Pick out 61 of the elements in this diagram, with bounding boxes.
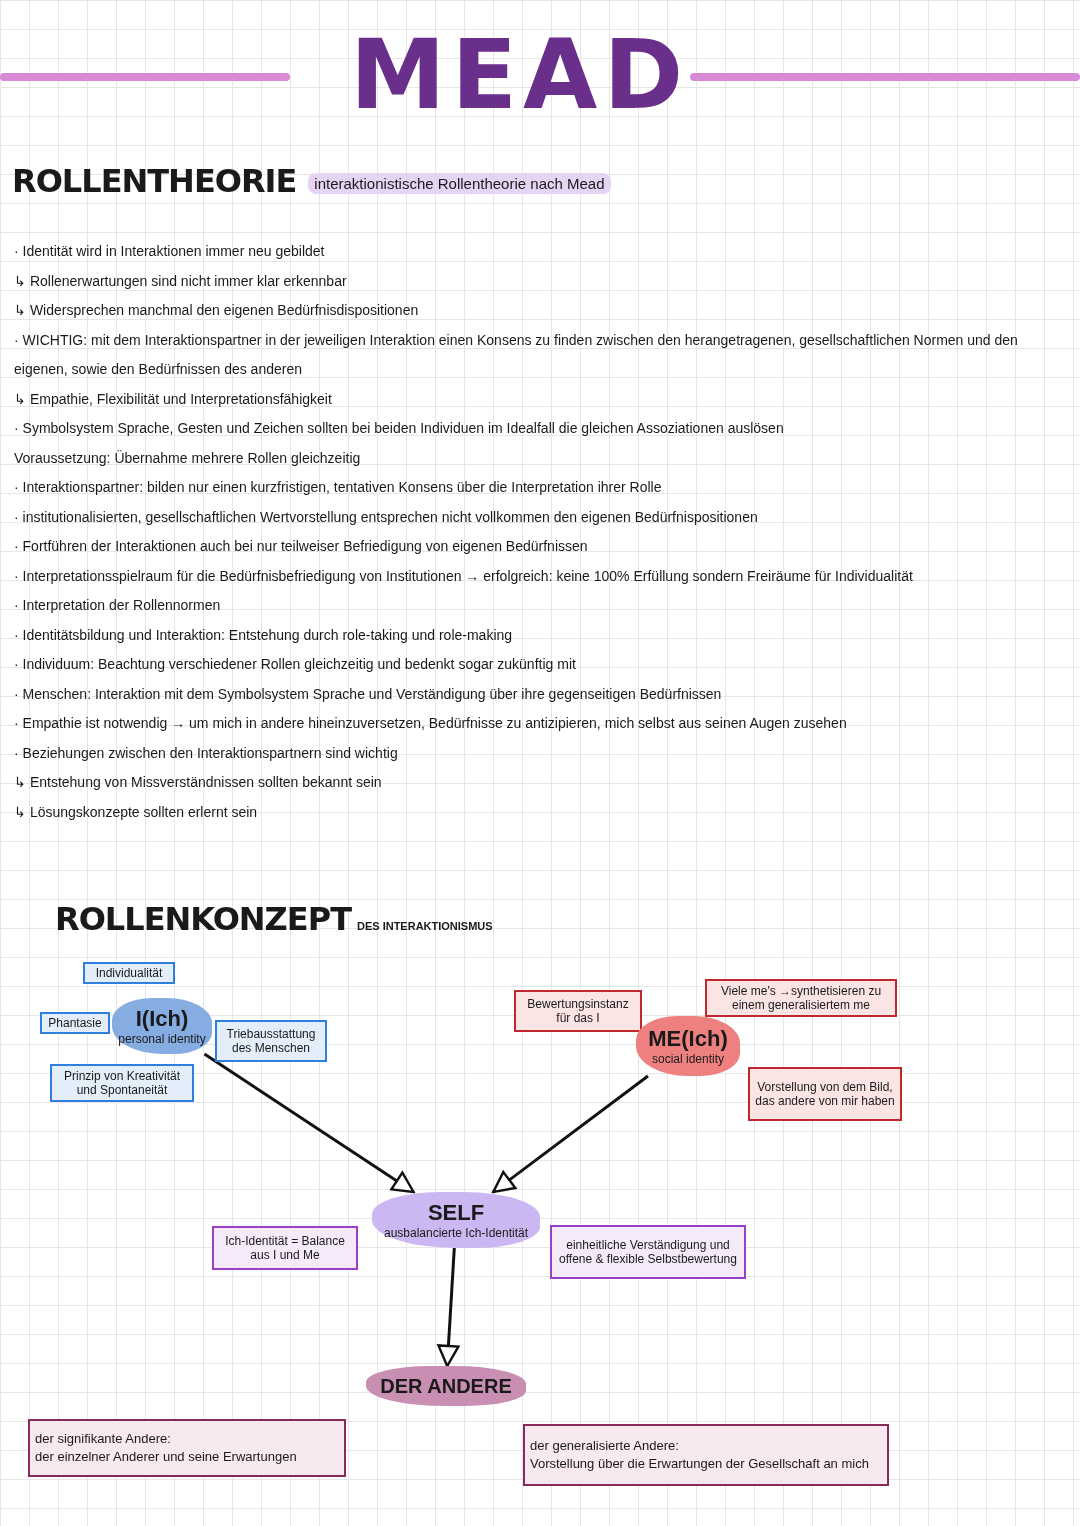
note-text: · Interpretationsspielraum für die Bedürfnisbefriedigung von Institutionen → erfolgreich: keine 100% Erfüllung sondern Freiräume für Individualität: [14, 566, 914, 586]
note-text: ↳ Rollenerwartungen sind nicht immer klar erkennbar: [14, 271, 348, 291]
note-text: ↳ Widersprechen manchmal den eigenen Bedürfnisdispositionen: [14, 301, 420, 320]
blob-subtext: social identity: [651, 1052, 724, 1066]
note-box: [50, 1064, 194, 1102]
note-text: · WICHTIG: mit dem Interaktionspartner in der jeweiligen Interaktion einen Konsens zu finden zwischen den herangetragenen, gesellschaftlichen Normen und den eigenen, sowie den Bedürfnissen des anderen: [14, 330, 1019, 379]
note-text: · Beziehungen zwischen den Interaktionspartnern sind wichtig: [14, 743, 399, 763]
arrow: [437, 1247, 460, 1368]
highlight-blob: [636, 1016, 740, 1076]
blob-heading: ME(Ich): [648, 1026, 728, 1052]
box-text: Phantasie: [48, 1016, 102, 1030]
section-heading: ROLLENTHEORIE: [12, 162, 297, 200]
note-box: [523, 1424, 889, 1486]
note-box: [705, 979, 897, 1017]
subheading: DES INTERAKTIONISMUS: [356, 920, 493, 932]
note-text: · Fortführen der Interaktionen auch bei nur teilweiser Befriedigung von eigenen Bedürfnissen: [14, 537, 589, 556]
blob-heading: SELF: [427, 1200, 485, 1226]
note-text: · Identitätsbildung und Interaktion: Entstehung durch role-taking und role-making: [14, 625, 514, 645]
highlight-blob: [366, 1366, 526, 1406]
box-subtext: der einzelner Anderer und seine Erwartungen: [35, 1448, 297, 1466]
note-box: [83, 962, 175, 984]
note-box: [212, 1226, 358, 1270]
note-text: · Interpretation der Rollennormen: [14, 596, 222, 615]
arrow: [492, 1074, 649, 1194]
note-box: [748, 1067, 902, 1121]
note-text: · Menschen: Interaktion mit dem Symbolsystem Sprache und Verständigung über ihre gegenseitigen Bedürfnissen: [14, 684, 723, 704]
blob-heading: DER ANDERE: [380, 1374, 512, 1399]
note-text: · Empathie ist notwendig → um mich in andere hineinzuversetzen, Bedürfnisse zu antizipieren, mich selbst aus seinen Augen zusehen: [14, 714, 848, 733]
box-text: Ich-Identität = Balance aus I und Me: [224, 1234, 346, 1262]
note-text: ↳ Empathie, Flexibilität und Interpretationsfähigkeit: [14, 389, 333, 409]
note-box: [514, 990, 642, 1032]
box-text: Individualität: [95, 966, 163, 980]
note-text: · Symbolsystem Sprache, Gesten und Zeichen sollten bei beiden Individuen im Idealfall die gleichen Assoziationen auslösen: [14, 419, 785, 438]
note-box: [550, 1225, 746, 1279]
note-text: Voraussetzung: Übernahme mehrere Rollen gleichzeitig: [14, 448, 362, 468]
box-text: Bewertungsinstanz für das I: [526, 997, 630, 1025]
box-text: einheitliche Verständigung und offene & flexible Selbstbewertung: [558, 1238, 738, 1266]
box-text: Viele me's →synthetisieren zu einem generalisiertem me: [719, 984, 883, 1012]
highlight-blob: [112, 998, 212, 1054]
blob-heading: I(Ich): [135, 1006, 189, 1032]
note-text: ↳ Lösungskonzepte sollten erlernt sein: [14, 802, 259, 822]
note-text: · Identität wird in Interaktionen immer neu gebildet: [14, 242, 326, 261]
note-box: [215, 1020, 327, 1062]
section-heading: ROLLENKONZEPT: [55, 900, 351, 938]
arrow: [203, 1052, 415, 1194]
subtitle: interaktionistische Rollentheorie nach Mead: [308, 173, 611, 194]
blob-subtext: personal identity: [118, 1032, 206, 1046]
box-text: Prinzip von Kreativität und Spontaneität: [62, 1069, 182, 1097]
box-text: Triebausstattung des Menschen: [225, 1027, 317, 1055]
note-text: · institutionalisierten, gesellschaftlichen Wertvorstellung entsprechen nicht vollkommen den eigenen Bedürfnispositionen: [14, 507, 759, 527]
box-subtext: Vorstellung über die Erwartungen der Gesellschaft an mich: [530, 1455, 869, 1473]
note-box: [28, 1419, 346, 1477]
note-text: ↳ Entstehung von Missverständnissen sollten bekannt sein: [14, 773, 383, 792]
box-text: der generalisierte Andere:: [530, 1437, 679, 1455]
note-box: [40, 1012, 110, 1034]
box-text: der signifikante Andere:: [35, 1430, 171, 1448]
box-text: Vorstellung von dem Bild, das andere von mir haben: [755, 1080, 895, 1108]
blob-subtext: ausbalancierte Ich-Identität: [383, 1226, 529, 1240]
note-text: · Individuum: Beachtung verschiedener Rollen gleichzeitig und bedenkt sogar zukünftig mit: [14, 655, 577, 674]
title-heading: MEAD: [350, 20, 690, 130]
note-text: · Interaktionspartner: bilden nur einen kurzfristigen, tentativen Konsens über die Interpretation ihrer Rolle: [14, 478, 663, 497]
